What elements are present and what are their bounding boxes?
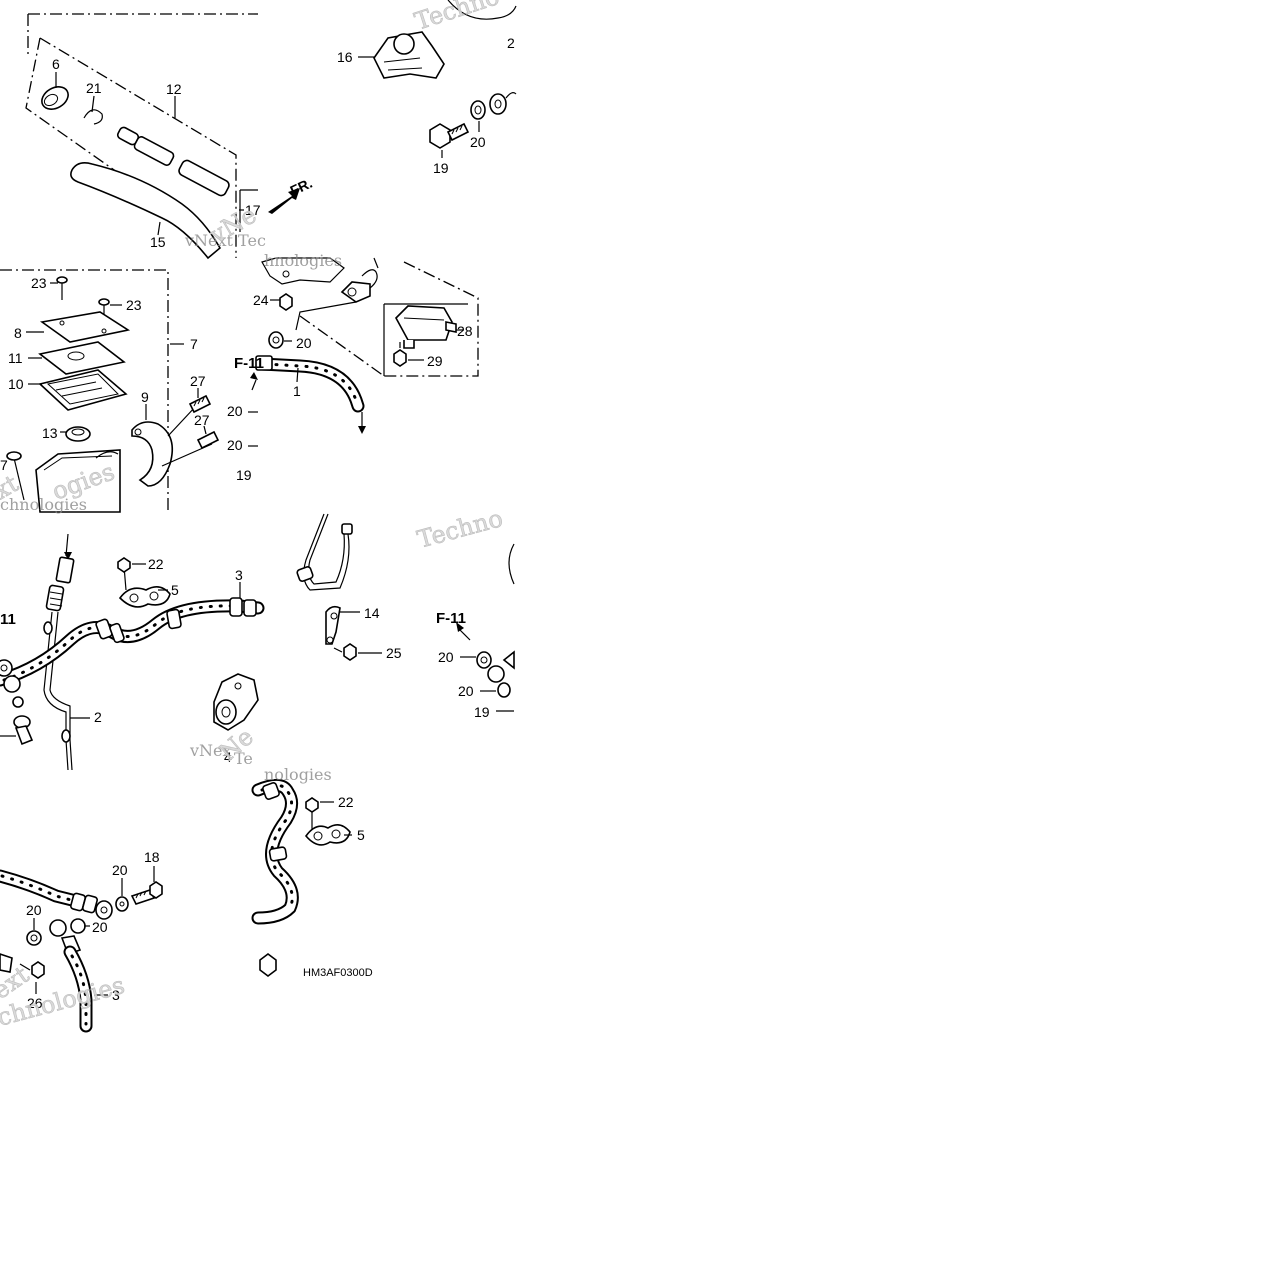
ref-f11: 11 bbox=[0, 611, 16, 628]
callout-20: 20 bbox=[227, 403, 243, 419]
callout-5: 5 bbox=[171, 582, 179, 598]
callout-10: 10 bbox=[8, 376, 24, 392]
callout-11: 11 bbox=[8, 350, 23, 366]
ref-f11: F-11 bbox=[436, 610, 466, 627]
diagram-code: HM3AF0300D bbox=[303, 967, 373, 979]
callout-16: 16 bbox=[337, 49, 353, 65]
watermark-5: chnologies bbox=[0, 495, 87, 514]
watermark-1: vNext Tec bbox=[184, 231, 266, 250]
callout-20: 20 bbox=[438, 649, 454, 665]
callout-25: 25 bbox=[386, 645, 402, 661]
panel-banjo-right: F-11 20 20 19 Techno bbox=[414, 504, 515, 720]
watermark-11: Techno bbox=[414, 504, 505, 554]
callout-28: 28 bbox=[457, 323, 473, 339]
callout-3: 3 bbox=[112, 987, 120, 1003]
panel-cable-stay: 14 25 bbox=[296, 513, 402, 661]
panel-brake-lines-lower: 20 18 20 20 26 3 ext chnologies bbox=[0, 849, 163, 1033]
ref-f11: F-11 bbox=[234, 355, 264, 372]
direction-label: FR. bbox=[288, 175, 315, 199]
callout-7: 7 bbox=[190, 336, 198, 352]
callout-22: 22 bbox=[338, 794, 354, 810]
callout-24: 24 bbox=[253, 292, 269, 308]
callout-18: 18 bbox=[144, 849, 160, 865]
panel-switch-housing: 16 2 19 20 Techno bbox=[337, 0, 517, 176]
callout-20: 20 bbox=[458, 683, 474, 699]
panel-brake-lines-mid: 22 5 3 11 2 4 vNex Te Ne bbox=[0, 533, 265, 771]
callout-20: 20 bbox=[227, 437, 243, 453]
callout-20: 20 bbox=[26, 902, 42, 918]
callout-1: 1 bbox=[293, 383, 301, 399]
callout-19: 19 bbox=[236, 467, 252, 483]
callout-15: 15 bbox=[150, 234, 166, 250]
callout-17: 17 bbox=[245, 202, 261, 218]
callout-21: 21 bbox=[86, 80, 102, 96]
callout-27: 27 bbox=[194, 412, 210, 428]
callout-9: 9 bbox=[141, 389, 149, 405]
callout-2: 2 bbox=[94, 709, 102, 725]
callout-22: 22 bbox=[148, 556, 164, 572]
callout-23: 23 bbox=[31, 275, 47, 291]
callout-14: 14 bbox=[364, 605, 380, 621]
callout-6: 6 bbox=[52, 56, 60, 72]
panel-brake-hose-upper: 24 20 F-11 1 28 29 20 20 19 hnologies bbox=[227, 251, 479, 483]
callout-20: 20 bbox=[92, 919, 108, 935]
callout-20: 20 bbox=[112, 862, 128, 878]
panel-master-cylinder: 23 23 8 7 11 10 9 27 13 27 7 xt chnologi… bbox=[0, 269, 220, 514]
callout-5: 5 bbox=[357, 827, 365, 843]
callout-7: 7 bbox=[0, 457, 8, 473]
watermark-8: vNex bbox=[189, 741, 232, 760]
callout-19: 19 bbox=[474, 704, 490, 720]
panel-brake-hose-lower: 22 5 HM3AF0300D nologies bbox=[251, 765, 373, 979]
callout-26: 26 bbox=[27, 995, 43, 1011]
callout-23: 23 bbox=[126, 297, 142, 313]
callout-2: 2 bbox=[507, 35, 515, 51]
callout-20: 20 bbox=[296, 335, 312, 351]
callout-13: 13 bbox=[42, 425, 58, 441]
callout-19: 19 bbox=[433, 160, 449, 176]
panel-lever-assembly: FR. 6 21 12 15 17 vNext Tec vNe bbox=[25, 13, 315, 260]
callout-20: 20 bbox=[470, 134, 486, 150]
callout-8: 8 bbox=[14, 325, 22, 341]
watermark-14: nologies bbox=[264, 765, 332, 784]
callout-3: 3 bbox=[235, 567, 243, 583]
callout-12: 12 bbox=[166, 81, 182, 97]
watermark-7: hnologies bbox=[264, 251, 342, 270]
watermark-3: Techno bbox=[411, 0, 503, 36]
callout-29: 29 bbox=[427, 353, 443, 369]
watermark-9: Te bbox=[234, 749, 253, 768]
callout-27: 27 bbox=[190, 373, 206, 389]
callout-4: 4 bbox=[224, 749, 232, 765]
